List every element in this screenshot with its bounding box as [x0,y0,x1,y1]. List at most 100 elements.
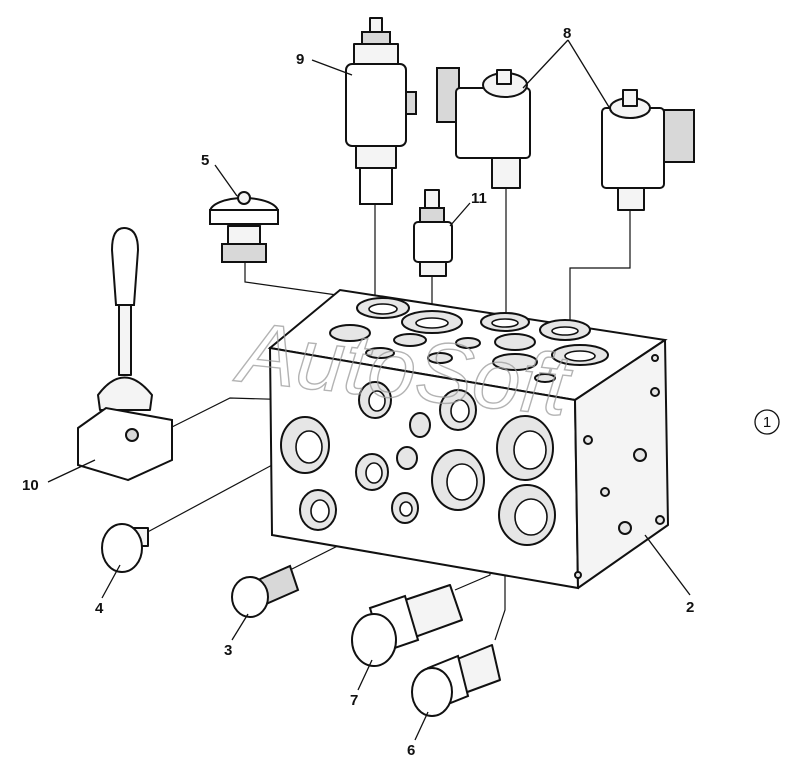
callout-6: 6 [407,742,415,759]
line-part8b [569,208,631,320]
front-port-bore [310,499,330,523]
top-port [393,333,427,347]
side-hole [633,448,647,462]
leader-8a [522,39,569,89]
solenoid-stem [617,187,645,211]
front-port-bore [450,399,470,423]
callout-11: 11 [471,190,487,207]
callout-9: 9 [296,51,304,68]
side-hole [650,387,660,397]
solenoid-nut [622,89,638,107]
front-port-bore [514,498,548,536]
callout-10: 10 [22,477,39,494]
joystick-base [77,406,173,482]
front-port-bore [365,462,383,484]
solenoid-stem [491,157,521,189]
leader-11 [449,202,471,227]
side-hole [574,571,582,579]
cap-hex [221,243,267,263]
front-port-bore [295,430,323,464]
relief-cap [411,667,453,717]
top-port [427,352,453,364]
callout-5: 5 [201,152,209,169]
top-port [534,373,556,383]
front-port-bore [368,390,386,412]
part-11-sensor [413,189,453,277]
leader-3 [231,613,249,641]
top-port-bore [564,350,596,362]
callout-8: 8 [563,25,571,42]
cap-rim [209,209,279,225]
side-hole [651,354,659,362]
leader-7 [357,659,373,691]
valve-block [267,288,669,590]
block-side-face [574,339,669,589]
part-9-pressure-valve [345,17,417,205]
top-port-bore [415,317,449,329]
front-port [396,446,418,470]
joystick-knob [110,226,140,306]
line-part5 [244,262,373,301]
solenoid-nut [496,69,512,85]
part-8-solenoid-valve-left [436,67,531,189]
reference-circle [754,409,780,435]
top-port [492,353,538,371]
front-port [409,412,431,438]
sensor-thread [419,261,447,277]
front-port-bore [399,501,413,517]
part-7-relief-valve [351,584,463,667]
joystick-shaft [118,304,132,376]
reference-number: 1 [763,414,771,431]
joystick-screw [125,428,139,442]
front-port-bore [513,430,547,470]
leader-10 [47,459,96,483]
callout-7: 7 [350,692,358,709]
plug-head [101,523,143,573]
callout-labels: 9 8 5 11 10 2 4 3 7 6 [22,25,694,759]
part-5-cap [209,191,279,263]
part-8-solenoid-valve-right [601,89,695,211]
front-port-bore [446,463,478,501]
side-hole [600,487,610,497]
leader-5 [214,164,238,197]
valve-cap [353,43,399,67]
callout-leaders [47,39,691,741]
callout-4: 4 [95,600,104,617]
cap-knob [237,191,251,205]
valve-thread [359,167,393,205]
callout-3: 3 [224,642,232,659]
top-port [329,324,371,342]
valve-head [231,576,269,618]
side-hole [655,515,665,525]
solenoid-connector [663,109,695,163]
top-port [455,337,481,349]
leader-4 [101,564,121,599]
side-hole [583,435,593,445]
leader-8b [567,39,613,113]
relief-cap [351,613,397,667]
part-6-relief-valve [411,644,501,717]
top-port-bore [491,318,519,328]
valve-hex [355,145,397,169]
part-10-joystick [77,226,173,482]
leader-6 [414,711,429,741]
top-port [365,347,395,359]
reference-marker: 1 [754,409,780,435]
leader-2 [644,534,691,596]
part-4-plug [101,523,149,573]
callout-2: 2 [686,599,694,616]
top-port-bore [551,326,579,336]
solenoid-coil [601,107,665,189]
joystick-boot [97,376,153,411]
part-3-check-valve [231,564,300,618]
valve-connector [405,91,417,115]
top-port [494,333,536,351]
solenoid-coil [455,87,531,159]
valve-body [345,63,407,147]
side-hole [618,521,632,535]
sensor-body [413,221,453,263]
top-port-bore [368,303,398,315]
leader-9 [311,59,353,76]
